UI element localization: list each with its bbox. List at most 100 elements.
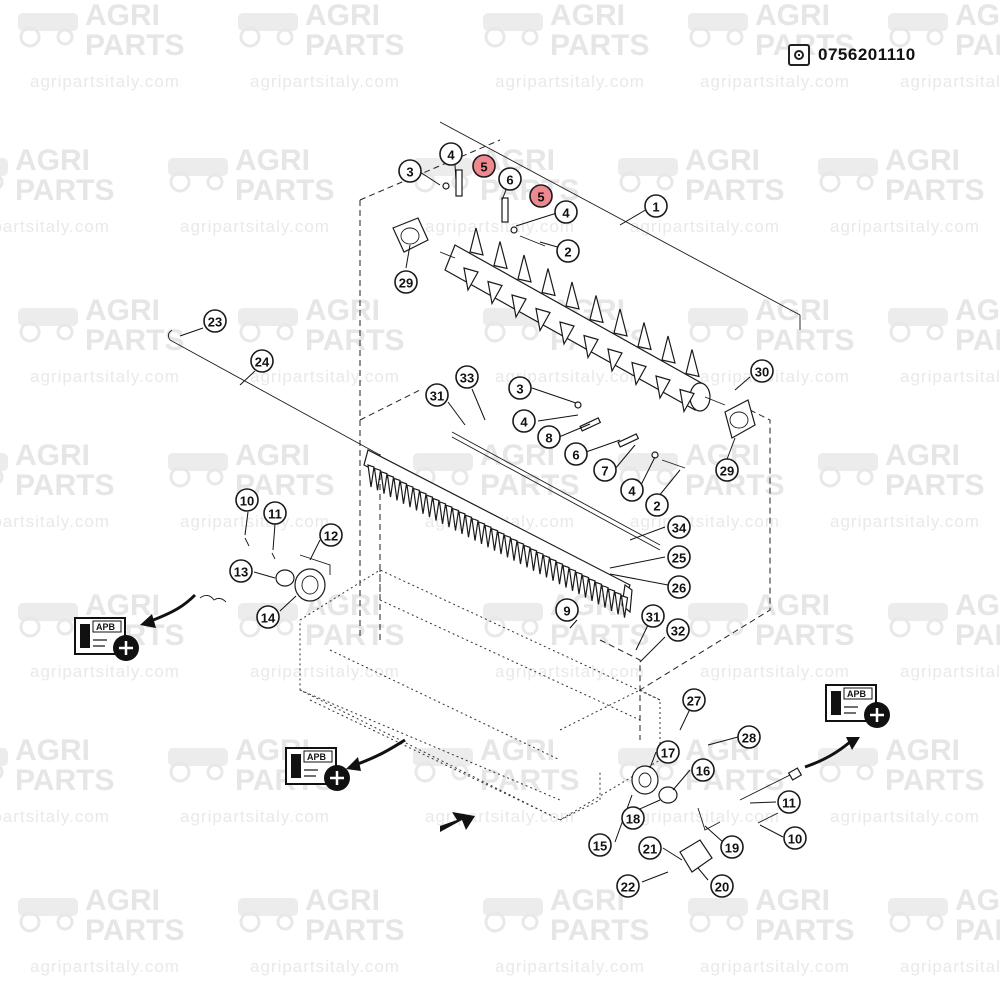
watermark-url: agripartsitaly.com <box>700 72 850 91</box>
bearing-flange-right <box>724 399 756 439</box>
knife-tooth <box>399 480 408 504</box>
watermark-url: agripartsitaly.com <box>0 217 110 236</box>
watermark-url: agripartsitaly.com <box>900 367 1000 386</box>
watermark-url: agripartsitaly.com <box>250 367 400 386</box>
watermark-url: agripartsitaly.com <box>495 367 645 386</box>
watermark-line2: PARTS <box>550 619 649 652</box>
callout-c3a: 3 <box>398 159 422 183</box>
callout-c10a: 10 <box>235 488 259 512</box>
callout-c12: 12 <box>319 523 343 547</box>
watermark-line1: AGRI <box>685 144 760 177</box>
rotor-tooth <box>613 308 628 337</box>
lower-housing <box>299 569 661 821</box>
callout-c30: 30 <box>750 359 774 383</box>
plus-circle-icon[interactable] <box>113 635 139 661</box>
watermark-url: agripartsitaly.com <box>700 367 850 386</box>
callout-c6a: 6 <box>498 167 522 191</box>
callout-label: 21 <box>643 842 657 857</box>
callout-label: 13 <box>234 565 248 580</box>
callout-c4d: 4 <box>620 478 644 502</box>
watermark-line2: PARTS <box>685 174 784 207</box>
callout-c3b: 3 <box>508 376 532 400</box>
watermark-url: agripartsitaly.com <box>250 662 400 681</box>
callout-label: 5 <box>480 160 487 175</box>
top-hardware <box>442 169 686 469</box>
watermark-url: agripartsitaly.com <box>30 72 180 91</box>
watermark-line1: AGRI <box>235 144 310 177</box>
knife-tooth <box>562 564 570 588</box>
watermark-line1: AGRI <box>85 294 160 327</box>
apb-catalog-link[interactable]: APB <box>825 684 890 728</box>
callout-c11a: 11 <box>263 501 287 525</box>
watermark-line1: AGRI <box>305 0 380 32</box>
plus-circle-icon[interactable] <box>324 765 350 791</box>
watermark-line1: AGRI <box>305 884 380 917</box>
watermark-url: agripartsitaly.com <box>250 957 400 976</box>
callout-label: 27 <box>687 694 701 709</box>
knife-tooth <box>523 544 531 568</box>
callout-c19: 19 <box>720 835 744 859</box>
knife-tooth <box>601 584 609 608</box>
callout-c22: 22 <box>616 874 640 898</box>
callout-c6b: 6 <box>564 442 588 466</box>
watermark-url: agripartsitaly.com <box>830 512 980 531</box>
bearing-flange-left <box>392 217 429 253</box>
rotor-shaft <box>439 244 726 412</box>
callout-label: 31 <box>430 389 444 404</box>
watermark-line2: PARTS <box>305 29 404 62</box>
watermark-line1: AGRI <box>885 734 960 767</box>
knife-tooth <box>536 551 544 575</box>
reference-code: 0756201110 <box>818 45 916 64</box>
callout-c26: 26 <box>667 575 691 599</box>
callout-c24: 24 <box>250 349 274 373</box>
watermark-line1: AGRI <box>550 884 625 917</box>
watermark-line2: PARTS <box>15 174 114 207</box>
watermark-url: agripartsitaly.com <box>830 217 980 236</box>
knife-tooth <box>477 521 486 545</box>
apb-catalog-link[interactable]: APB <box>74 617 139 661</box>
callout-label: 34 <box>672 521 687 536</box>
watermark-line2: PARTS <box>305 324 404 357</box>
plus-circle-icon[interactable] <box>864 702 890 728</box>
apb-catalog-link[interactable]: APB <box>285 747 350 791</box>
callout-c23: 23 <box>203 309 227 333</box>
callout-c29a: 29 <box>394 270 418 294</box>
callout-label: 22 <box>621 880 635 895</box>
callout-c4b: 4 <box>554 200 578 224</box>
callout-c20: 20 <box>710 874 734 898</box>
rotor-tooth <box>511 294 527 319</box>
callout-c9: 9 <box>555 598 579 622</box>
watermark-line1: AGRI <box>235 439 310 472</box>
callout-label: 14 <box>261 611 276 626</box>
knife-tooth <box>588 578 596 601</box>
knife-tooth <box>458 511 466 534</box>
watermark-line2: PARTS <box>755 324 854 357</box>
watermark-line1: AGRI <box>15 734 90 767</box>
rotor-tooth <box>487 280 503 306</box>
callout-label: 32 <box>671 624 685 639</box>
knife-tooth <box>516 541 525 565</box>
watermark-line2: PARTS <box>85 324 184 357</box>
callout-label: 4 <box>520 415 528 430</box>
watermark-url: agripartsitaly.com <box>180 807 330 826</box>
housing-outline <box>359 121 801 740</box>
knife-tooth <box>425 494 434 518</box>
knife-tooth <box>594 581 603 605</box>
watermark-url: agripartsitaly.com <box>425 807 575 826</box>
rotor-tooth <box>463 267 479 292</box>
watermark-url: agripartsitaly.com <box>30 957 180 976</box>
knife-tooth <box>529 547 538 571</box>
knife-tooth <box>471 517 479 541</box>
watermark-url: agripartsitaly.com <box>250 72 400 91</box>
knife-tooth <box>497 531 505 555</box>
